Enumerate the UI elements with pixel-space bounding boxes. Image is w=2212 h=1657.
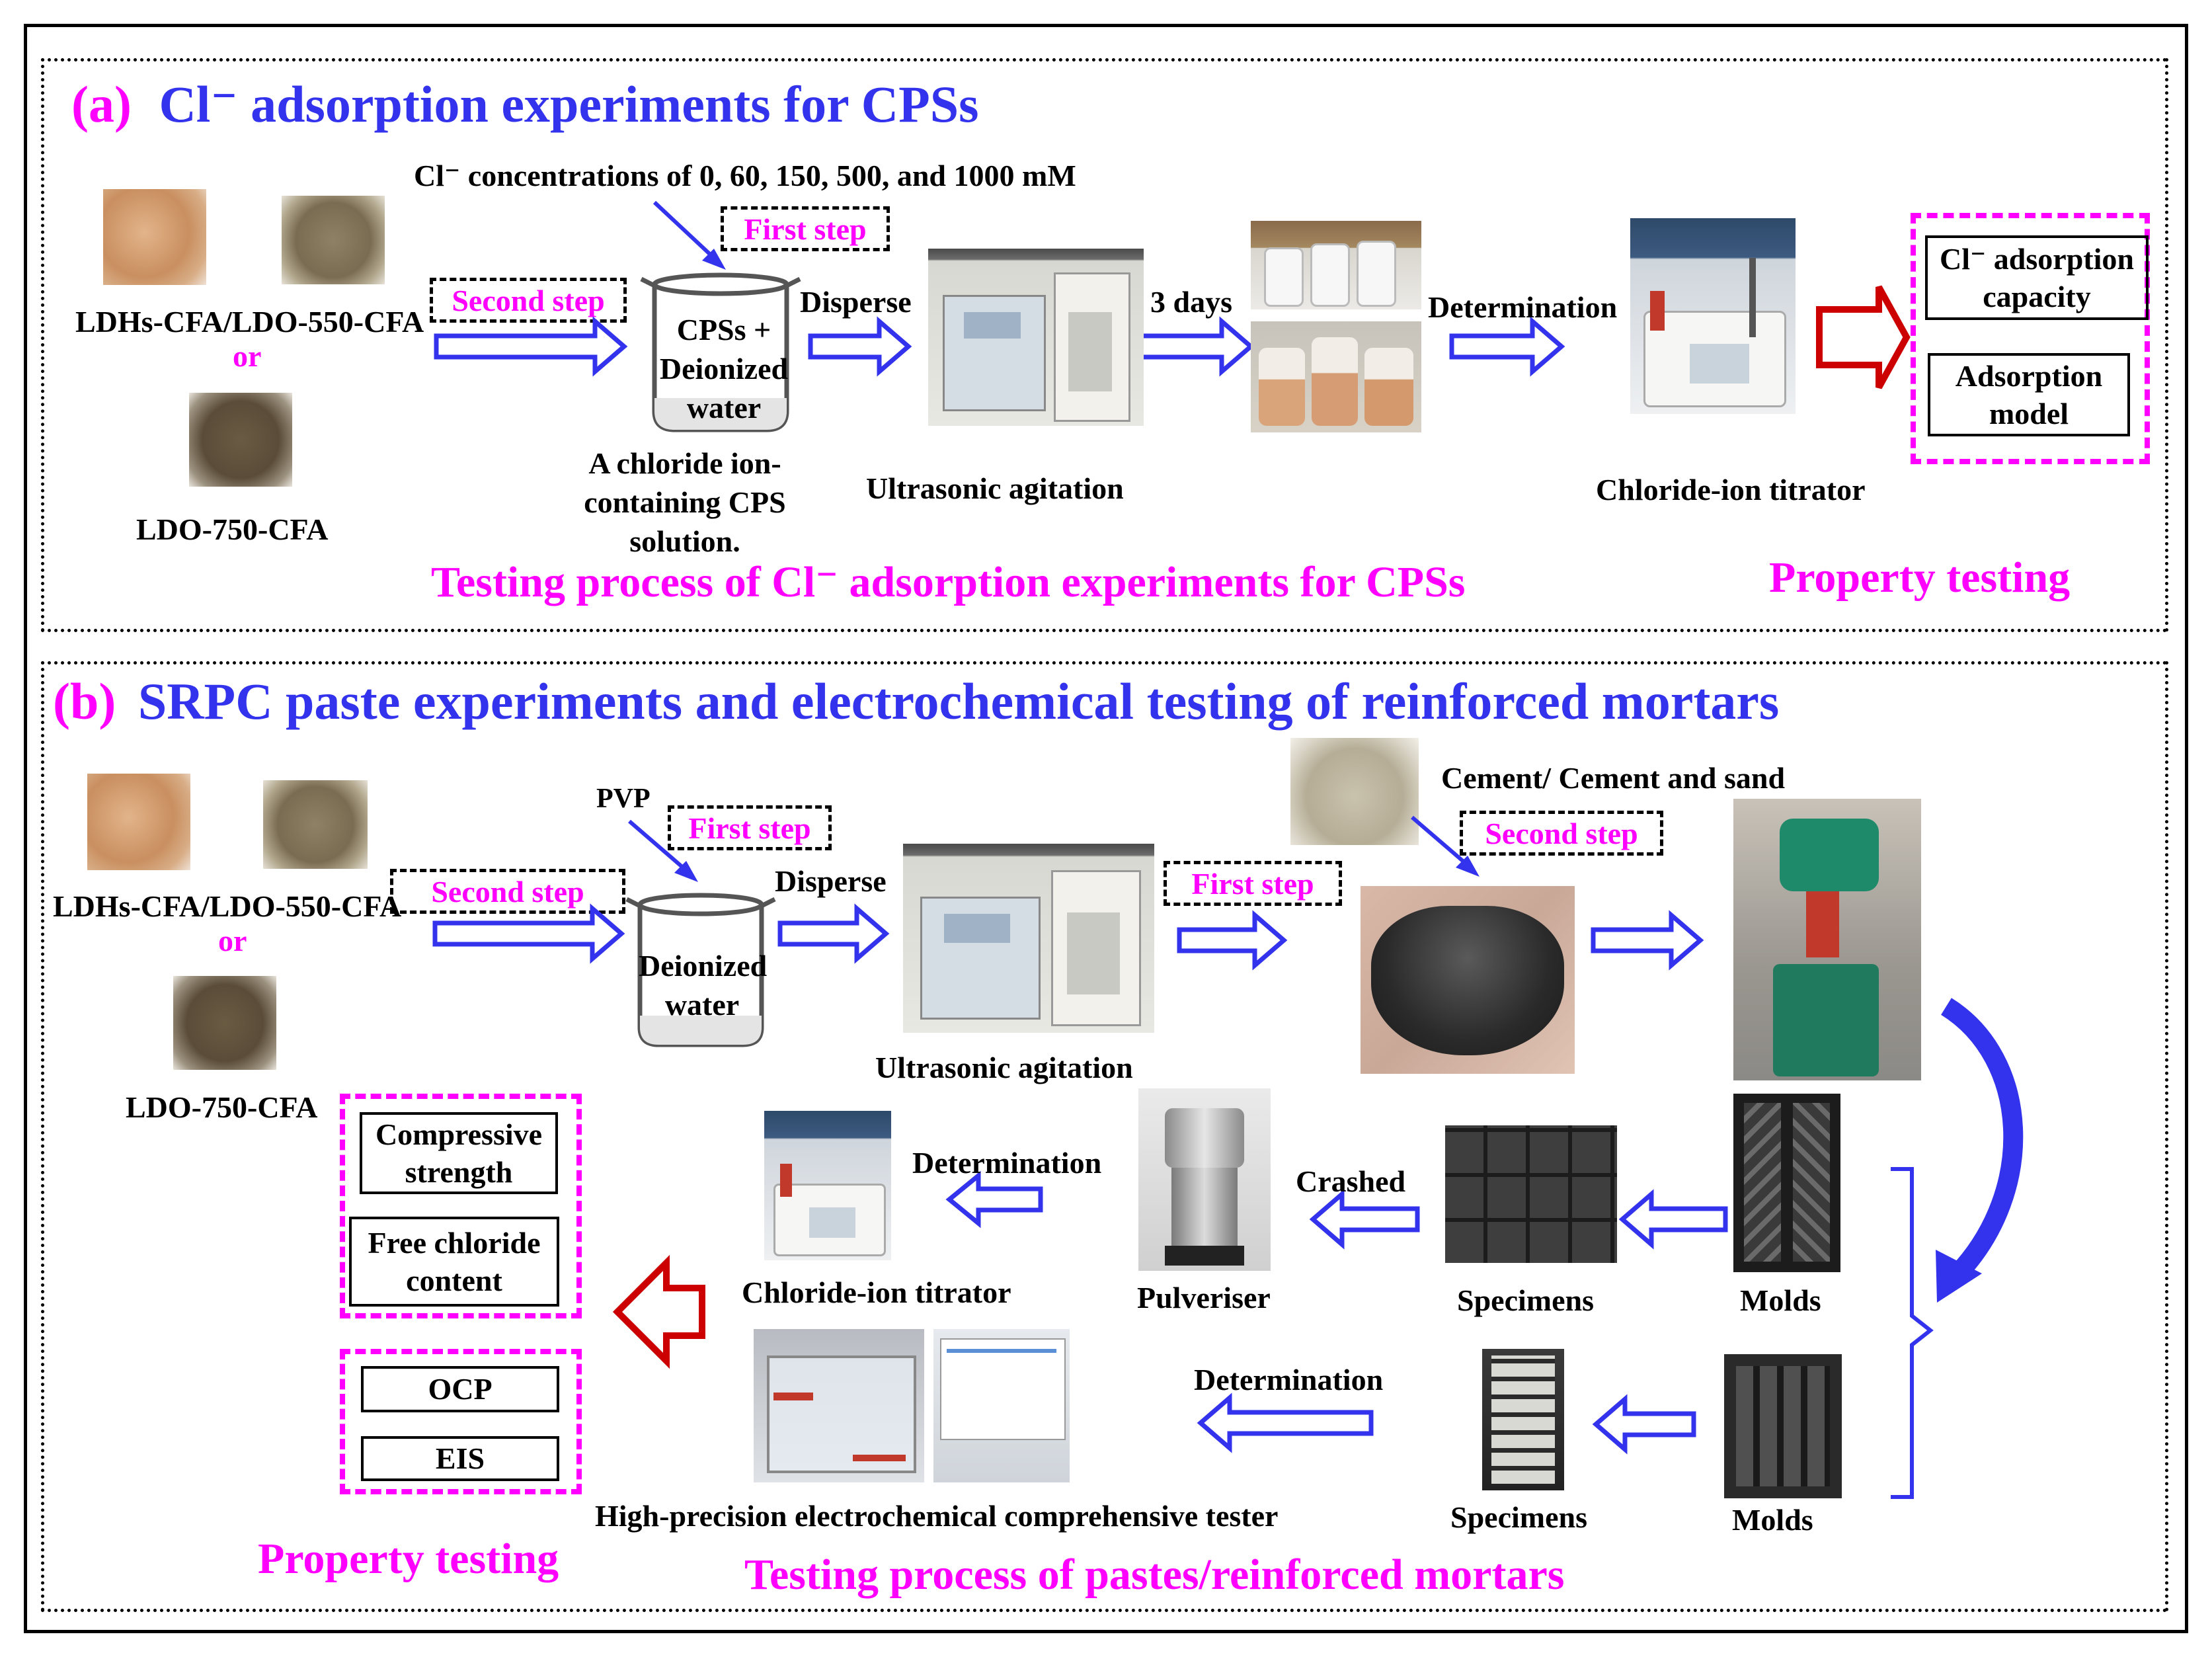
titrator-label-a: Chloride-ion titrator: [1596, 473, 1866, 506]
first-step-box-b2: First step: [1164, 861, 1342, 906]
property-box-a: [1911, 213, 2150, 464]
molds-label-2: Molds: [1732, 1503, 1813, 1537]
disperse-label-b: Disperse: [775, 864, 887, 898]
pvp-label: PVP: [596, 784, 651, 814]
determination-label-b2: Determination: [1194, 1363, 1384, 1396]
bottles-clear-photo: [1251, 221, 1421, 309]
titrator-photo-a: [1630, 218, 1796, 414]
material-label-ldh550: LDHs-CFA/LDO-550-CFA: [75, 305, 424, 339]
molds-label-1: Molds: [1740, 1283, 1821, 1317]
pulveriser-label: Pulveriser: [1137, 1281, 1271, 1314]
red-arrow-a: [1816, 285, 1911, 389]
second-step-box-b: Second step: [390, 869, 625, 914]
material-photo-ldo550: [282, 196, 385, 284]
crashed-label: Crashed: [1296, 1164, 1406, 1198]
bottles-solution-photo: [1251, 321, 1421, 432]
specimens-label-2: Specimens: [1450, 1500, 1587, 1534]
cement-label: Cement/ Cement and sand: [1441, 761, 1786, 795]
second-step-box-b2: Second step: [1460, 811, 1663, 856]
first-step-box-a: First step: [721, 206, 890, 251]
material-or-label: or: [233, 339, 262, 373]
concentrations-label: Cl⁻ concentrations of 0, 60, 150, 500, a…: [414, 159, 1076, 192]
molds-bracket: [1891, 1167, 1934, 1499]
material-photo-ldo550-b: [263, 780, 368, 869]
panel-a-header: (a) Cl⁻ adsorption experiments for CPSs: [71, 74, 979, 134]
property-box-b2: [340, 1349, 582, 1494]
second-step-box-a: Second step: [430, 278, 627, 323]
material-label-ldo750-b: LDO-750-CFA: [126, 1090, 318, 1124]
prop-eis-box: EIS: [361, 1436, 559, 1481]
beaker-text-a: CPSs + Deionized water: [659, 313, 789, 424]
determination-label-a: Determination: [1428, 290, 1618, 324]
property-caption-b: Property testing: [258, 1535, 559, 1583]
prop-chloride-box: Free chloride content: [349, 1217, 559, 1307]
material-or-label-b: or: [218, 924, 247, 957]
prop-ocp-box: OCP: [361, 1366, 559, 1412]
outer-frame: [24, 24, 2188, 1633]
electrochemical-screen-photo: [933, 1329, 1070, 1482]
beaker-icon-a: [640, 272, 801, 432]
solution-caption: A chloride ion-containing CPS solution.: [584, 446, 786, 558]
material-label-ldh550-b: LDHs-CFA/LDO-550-CFA: [53, 889, 402, 923]
panel-b-title: SRPC paste experiments and electrochemic…: [138, 672, 1780, 730]
electrochemical-cell-photo: [754, 1329, 924, 1482]
panel-b-header: (b) SRPC paste experiments and electroch…: [53, 672, 1779, 731]
ultrasonic-device-photo-a: [928, 249, 1144, 426]
red-arrow-b: [612, 1254, 705, 1369]
panel-a-title: Cl⁻ adsorption experiments for CPSs: [159, 75, 979, 133]
material-label-ldo750: LDO-750-CFA: [136, 512, 329, 546]
process-caption-b: Testing process of pastes/reinforced mor…: [744, 1551, 1565, 1599]
material-photo-ldo750: [189, 393, 292, 487]
specimens-label-1: Specimens: [1457, 1283, 1594, 1317]
panel-b-tag: (b): [53, 672, 116, 730]
ultrasonic-device-photo-b: [903, 844, 1154, 1033]
mixer-photo: [1733, 799, 1921, 1080]
material-photo-ldh-b: [87, 774, 190, 870]
molds-photo-1: [1733, 1094, 1840, 1272]
mixing-bowl-photo: [1361, 886, 1575, 1074]
tester-label: High-precision electrochemical comprehen…: [595, 1499, 1279, 1533]
days-label: 3 days: [1150, 285, 1232, 319]
specimens-photo-2: [1482, 1349, 1564, 1490]
pulveriser-photo: [1138, 1088, 1271, 1271]
titrator-label-b: Chloride-ion titrator: [742, 1275, 1011, 1309]
property-box-b1: [340, 1094, 582, 1318]
molds-photo-2: [1724, 1354, 1842, 1498]
ultrasonic-label-a: Ultrasonic agitation: [866, 471, 1124, 505]
material-photo-ldh: [103, 189, 206, 285]
panel-b-box: [41, 661, 2168, 1612]
panel-a-box: [41, 58, 2168, 632]
prop-model-box: Adsorption model: [1928, 353, 2130, 436]
determination-label-b1: Determination: [912, 1146, 1102, 1180]
beaker-icon-b: [625, 893, 776, 1047]
panel-a-tag: (a): [71, 75, 132, 133]
disperse-label-a: Disperse: [800, 285, 912, 319]
process-caption-a: Testing process of Cl⁻ adsorption experi…: [431, 558, 1466, 606]
prop-compressive-box: Compressive strength: [360, 1112, 558, 1194]
curved-flow-arrow: [1940, 998, 2024, 1282]
beaker-text-b: Deionized water: [639, 949, 768, 1022]
titrator-photo-b: [764, 1111, 891, 1260]
prop-capacity-box: Cl⁻ adsorption capacity: [1925, 235, 2149, 320]
material-photo-ldo750-b: [173, 976, 276, 1070]
property-caption-a: Property testing: [1769, 553, 2071, 602]
first-step-box-b: First step: [668, 805, 832, 850]
specimens-photo-1: [1445, 1125, 1617, 1263]
cement-powder-photo: [1290, 738, 1419, 845]
ultrasonic-label-b: Ultrasonic agitation: [875, 1051, 1133, 1084]
